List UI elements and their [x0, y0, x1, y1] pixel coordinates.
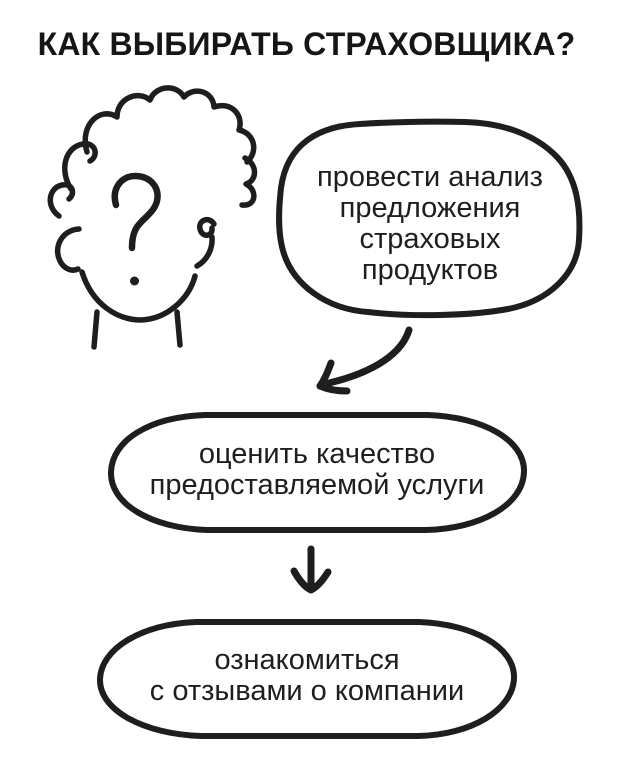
- left-ear-icon: [54, 226, 82, 273]
- right-ear-icon: [194, 234, 215, 269]
- step-1-label: оценить качество предоставляемой услуги: [117, 439, 517, 501]
- text-line: провести анализ: [317, 161, 543, 193]
- speech-bubble-text: провести анализ предложения страховых пр…: [280, 162, 580, 286]
- text-line: предоставляемой услуги: [149, 469, 485, 501]
- hair-curl-icon: [197, 216, 217, 238]
- hair-cloud-icon: [82, 85, 257, 165]
- neck-line-icon: [91, 309, 100, 350]
- page-title: КАК ВЫБИРАТЬ СТРАХОВЩИКА?: [37, 26, 576, 62]
- text-line: оценить качество: [198, 438, 436, 470]
- step-1-outline: [107, 412, 528, 533]
- step-2-outline: [96, 619, 518, 739]
- text-line: страховых: [359, 223, 501, 255]
- hair-curl-icon: [47, 182, 76, 219]
- down-arrow-icon: [290, 545, 332, 594]
- question-mark-icon: [111, 172, 161, 286]
- chin-icon: [79, 269, 198, 323]
- step-2-label: ознакомиться с отзывами о компании: [107, 645, 507, 707]
- text-line: ознакомиться: [214, 644, 400, 676]
- hair-curl-icon: [62, 141, 98, 192]
- curved-arrow-icon: [316, 326, 413, 395]
- head-doodle-illustration: [47, 85, 258, 350]
- hair-curl-icon: [239, 155, 258, 208]
- speech-bubble-outline: [276, 118, 583, 319]
- text-line: с отзывами о компании: [149, 675, 465, 707]
- text-line: предложения: [339, 192, 521, 224]
- text-line: продуктов: [361, 254, 499, 286]
- neck-line-icon: [174, 309, 183, 348]
